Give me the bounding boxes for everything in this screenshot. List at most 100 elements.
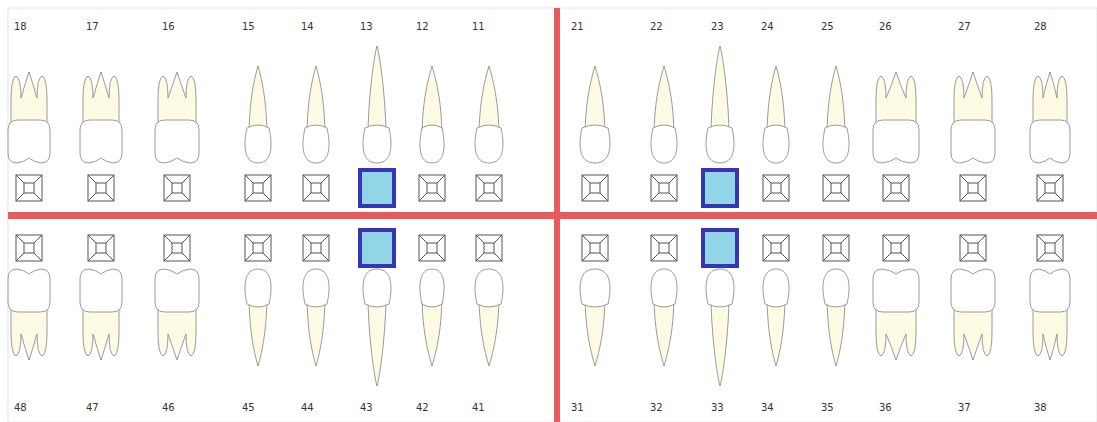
- box-outline: [763, 235, 789, 261]
- tooth-figure: [651, 269, 677, 366]
- box-diagonal: [263, 253, 271, 261]
- box-diagonal: [476, 235, 484, 243]
- box-diagonal: [321, 253, 329, 261]
- tooth-root: [368, 294, 386, 386]
- tooth-crown: [303, 269, 329, 307]
- tooth-figure: [1030, 72, 1070, 163]
- surface-box: [763, 235, 789, 261]
- tooth-crown: [8, 120, 50, 163]
- box-diagonal: [476, 193, 484, 201]
- tooth-figure: [823, 66, 849, 163]
- box-diagonal: [1037, 235, 1045, 243]
- surface-box: [88, 235, 114, 261]
- box-diagonal: [263, 193, 271, 201]
- tooth-number: 41: [472, 402, 485, 414]
- box-diagonal: [978, 253, 986, 261]
- box-diagonal: [164, 175, 172, 183]
- surface-box: [164, 175, 190, 201]
- tooth-crown: [763, 269, 789, 307]
- tooth-figure: [873, 72, 919, 163]
- box-diagonal: [582, 253, 590, 261]
- box-outline: [823, 175, 849, 201]
- tooth-crown: [706, 269, 734, 307]
- tooth-crown: [580, 269, 610, 307]
- box-diagonal: [978, 193, 986, 201]
- box-inner: [427, 243, 437, 253]
- tooth-number: 28: [1034, 21, 1047, 33]
- box-diagonal: [303, 175, 311, 183]
- box-diagonal: [106, 235, 114, 243]
- box-outline: [763, 175, 789, 201]
- tooth-figure: [420, 66, 444, 163]
- box-diagonal: [978, 235, 986, 243]
- box-diagonal: [1055, 235, 1063, 243]
- box-diagonal: [437, 175, 445, 183]
- box-diagonal: [841, 253, 849, 261]
- tooth-figure: [8, 269, 50, 360]
- box-diagonal: [16, 235, 24, 243]
- box-outline: [303, 235, 329, 261]
- box-outline: [651, 235, 677, 261]
- box-diagonal: [978, 175, 986, 183]
- box-diagonal: [1055, 253, 1063, 261]
- box-diagonal: [841, 235, 849, 243]
- tooth-number: 48: [14, 402, 27, 414]
- box-diagonal: [841, 193, 849, 201]
- box-diagonal: [106, 253, 114, 261]
- box-diagonal: [883, 193, 891, 201]
- tooth-figure: [580, 269, 610, 366]
- tooth-crown: [475, 269, 503, 307]
- surface-box: [960, 235, 986, 261]
- box-inner: [831, 183, 841, 193]
- tooth-figure: [763, 269, 789, 366]
- box-outline: [582, 235, 608, 261]
- tooth-crown: [823, 269, 849, 307]
- box-diagonal: [582, 235, 590, 243]
- box-inner: [831, 243, 841, 253]
- tooth-number: 33: [711, 402, 724, 414]
- surface-box: [303, 235, 329, 261]
- box-inner: [891, 183, 901, 193]
- surface-box: [582, 175, 608, 201]
- box-diagonal: [901, 235, 909, 243]
- box-outline: [476, 235, 502, 261]
- box-inner: [311, 243, 321, 253]
- box-diagonal: [669, 175, 677, 183]
- vertical-divider: [554, 8, 560, 422]
- surface-box: [883, 175, 909, 201]
- box-inner: [659, 183, 669, 193]
- tooth-crown: [951, 120, 995, 163]
- tooth-number: 32: [650, 402, 663, 414]
- box-diagonal: [1055, 193, 1063, 201]
- tooth-crown: [763, 125, 789, 163]
- box-outline: [419, 175, 445, 201]
- tooth-number: 27: [958, 21, 971, 33]
- tooth-figure: [823, 269, 849, 366]
- box-diagonal: [669, 235, 677, 243]
- box-inner: [427, 183, 437, 193]
- box-diagonal: [437, 235, 445, 243]
- tooth-figure: [303, 66, 329, 163]
- selected-box: [703, 230, 737, 266]
- surface-box: [651, 235, 677, 261]
- box-diagonal: [303, 235, 311, 243]
- tooth-crown: [245, 125, 271, 163]
- box-outline: [164, 235, 190, 261]
- box-diagonal: [781, 253, 789, 261]
- tooth-figure: [873, 269, 919, 360]
- box-diagonal: [651, 235, 659, 243]
- tooth-number: 44: [301, 402, 314, 414]
- box-diagonal: [164, 235, 172, 243]
- tooth-number: 46: [162, 402, 175, 414]
- tooth-crown: [303, 125, 329, 163]
- tooth-number: 22: [650, 21, 663, 33]
- box-diagonal: [651, 175, 659, 183]
- box-diagonal: [763, 175, 771, 183]
- tooth-figure: [706, 46, 734, 163]
- box-inner: [590, 243, 600, 253]
- tooth-crown: [651, 269, 677, 307]
- box-diagonal: [437, 253, 445, 261]
- box-diagonal: [437, 193, 445, 201]
- tooth-number: 23: [711, 21, 724, 33]
- box-inner: [253, 243, 263, 253]
